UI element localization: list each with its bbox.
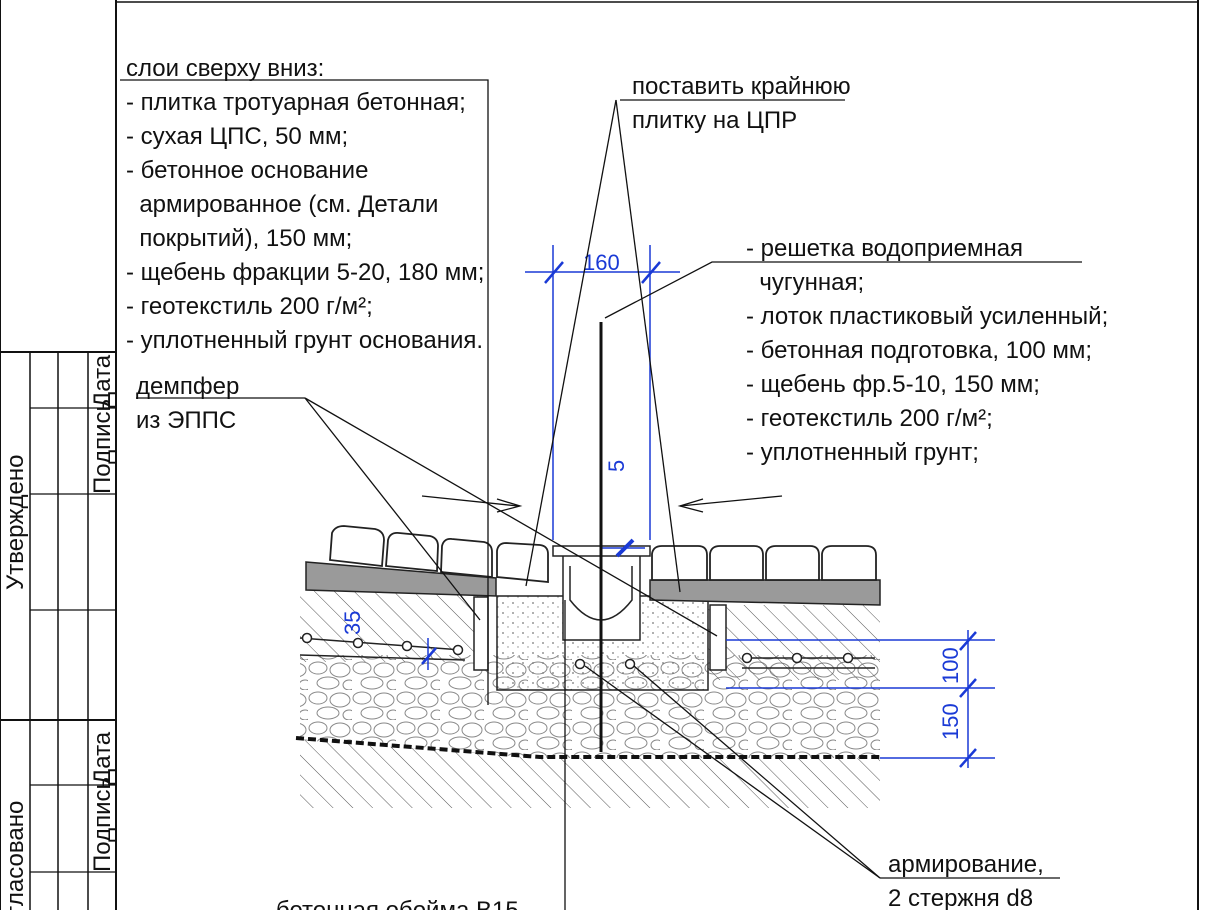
layers-right-line-4: - бетонная подготовка, 100 мм; — [746, 337, 1092, 364]
edge-tile-line-1: поставить крайнюю — [632, 73, 851, 100]
reinforcement-line-1: армирование, — [888, 851, 1044, 878]
layers-left-header: слои сверху вниз: — [126, 55, 324, 82]
damper-strip-left — [473, 596, 489, 671]
dimension-prep: 100 — [938, 647, 963, 684]
notes-right-layers: - решетка водоприемная чугунная; - лоток… — [746, 235, 1108, 466]
layers-left-line-3: - бетонное основание — [126, 157, 368, 184]
compacted-soil — [300, 740, 880, 808]
approval-stamp-top: Утверждено Подпись Дата Согласовано Подп… — [0, 351, 116, 910]
layers-left-line-4: армированное (см. Детали — [126, 191, 438, 218]
sand-cement-layer-right — [649, 579, 881, 606]
damper-line-2: из ЭППС — [136, 407, 236, 434]
gravel-layer — [300, 655, 880, 758]
dimension-width: 160 — [583, 250, 620, 275]
dimension-gravel: 150 — [938, 703, 963, 740]
paving-tiles-right — [651, 545, 877, 581]
reinforcement-line-2: 2 стержня d8 — [888, 885, 1033, 910]
notes-damper: демпфер из ЭППС — [136, 373, 239, 434]
layers-left-line-2: - сухая ЦПС, 50 мм; — [126, 123, 348, 150]
stamp-top-date-label: Дата — [89, 354, 116, 408]
layers-right-line-2: чугунная; — [746, 269, 864, 296]
paving-tiles-left — [329, 525, 549, 583]
geotextile-line — [295, 736, 880, 759]
damper-line-1: демпфер — [136, 373, 239, 400]
stamp-bottom-signature-label: Подпись — [89, 777, 116, 872]
stamp-agreed-label: Согласовано — [2, 801, 29, 910]
concrete-label: бетонная обойма B15 — [276, 897, 519, 910]
sand-cement-layer-left — [305, 561, 497, 597]
stamp-bottom-date-label: Дата — [89, 731, 116, 785]
dimension-cover: 35 — [340, 611, 365, 635]
cross-section: 160 5 35 100 150 — [295, 245, 995, 808]
layers-right-line-1: - решетка водоприемная — [746, 235, 1023, 262]
layers-right-line-5: - щебень фр.5-10, 150 мм; — [746, 371, 1040, 398]
layers-right-line-7: - уплотненный грунт; — [746, 439, 979, 466]
edge-tile-line-2: плитку на ЦПР — [632, 107, 797, 134]
notes-edge-tile: поставить крайнюю плитку на ЦПР — [632, 73, 851, 134]
layers-left-line-7: - геотекстиль 200 г/м²; — [126, 293, 373, 320]
leader-lines — [120, 79, 1082, 910]
notes-left-layers: слои сверху вниз: - плитка тротуарная бе… — [126, 55, 484, 354]
layers-left-line-5: покрытий), 150 мм; — [126, 225, 352, 252]
stamp-approved-label: Утверждено — [2, 455, 29, 590]
dimension-gap: 5 — [604, 460, 629, 472]
layers-right-line-6: - геотекстиль 200 г/м²; — [746, 405, 993, 432]
notes-reinforcement: армирование, 2 стержня d8 — [888, 851, 1044, 910]
dimension-lines — [421, 245, 995, 768]
layers-left-line-8: - уплотненный грунт основания. — [126, 327, 483, 354]
stamp-top-signature-label: Подпись — [89, 399, 116, 494]
damper-strip-right — [709, 604, 727, 671]
rebar-rows — [299, 632, 875, 670]
layers-left-line-6: - щебень фракции 5-20, 180 мм; — [126, 259, 484, 286]
layers-left-line-1: - плитка тротуарная бетонная; — [126, 89, 466, 116]
layers-right-line-3: - лоток пластиковый усиленный; — [746, 303, 1108, 330]
